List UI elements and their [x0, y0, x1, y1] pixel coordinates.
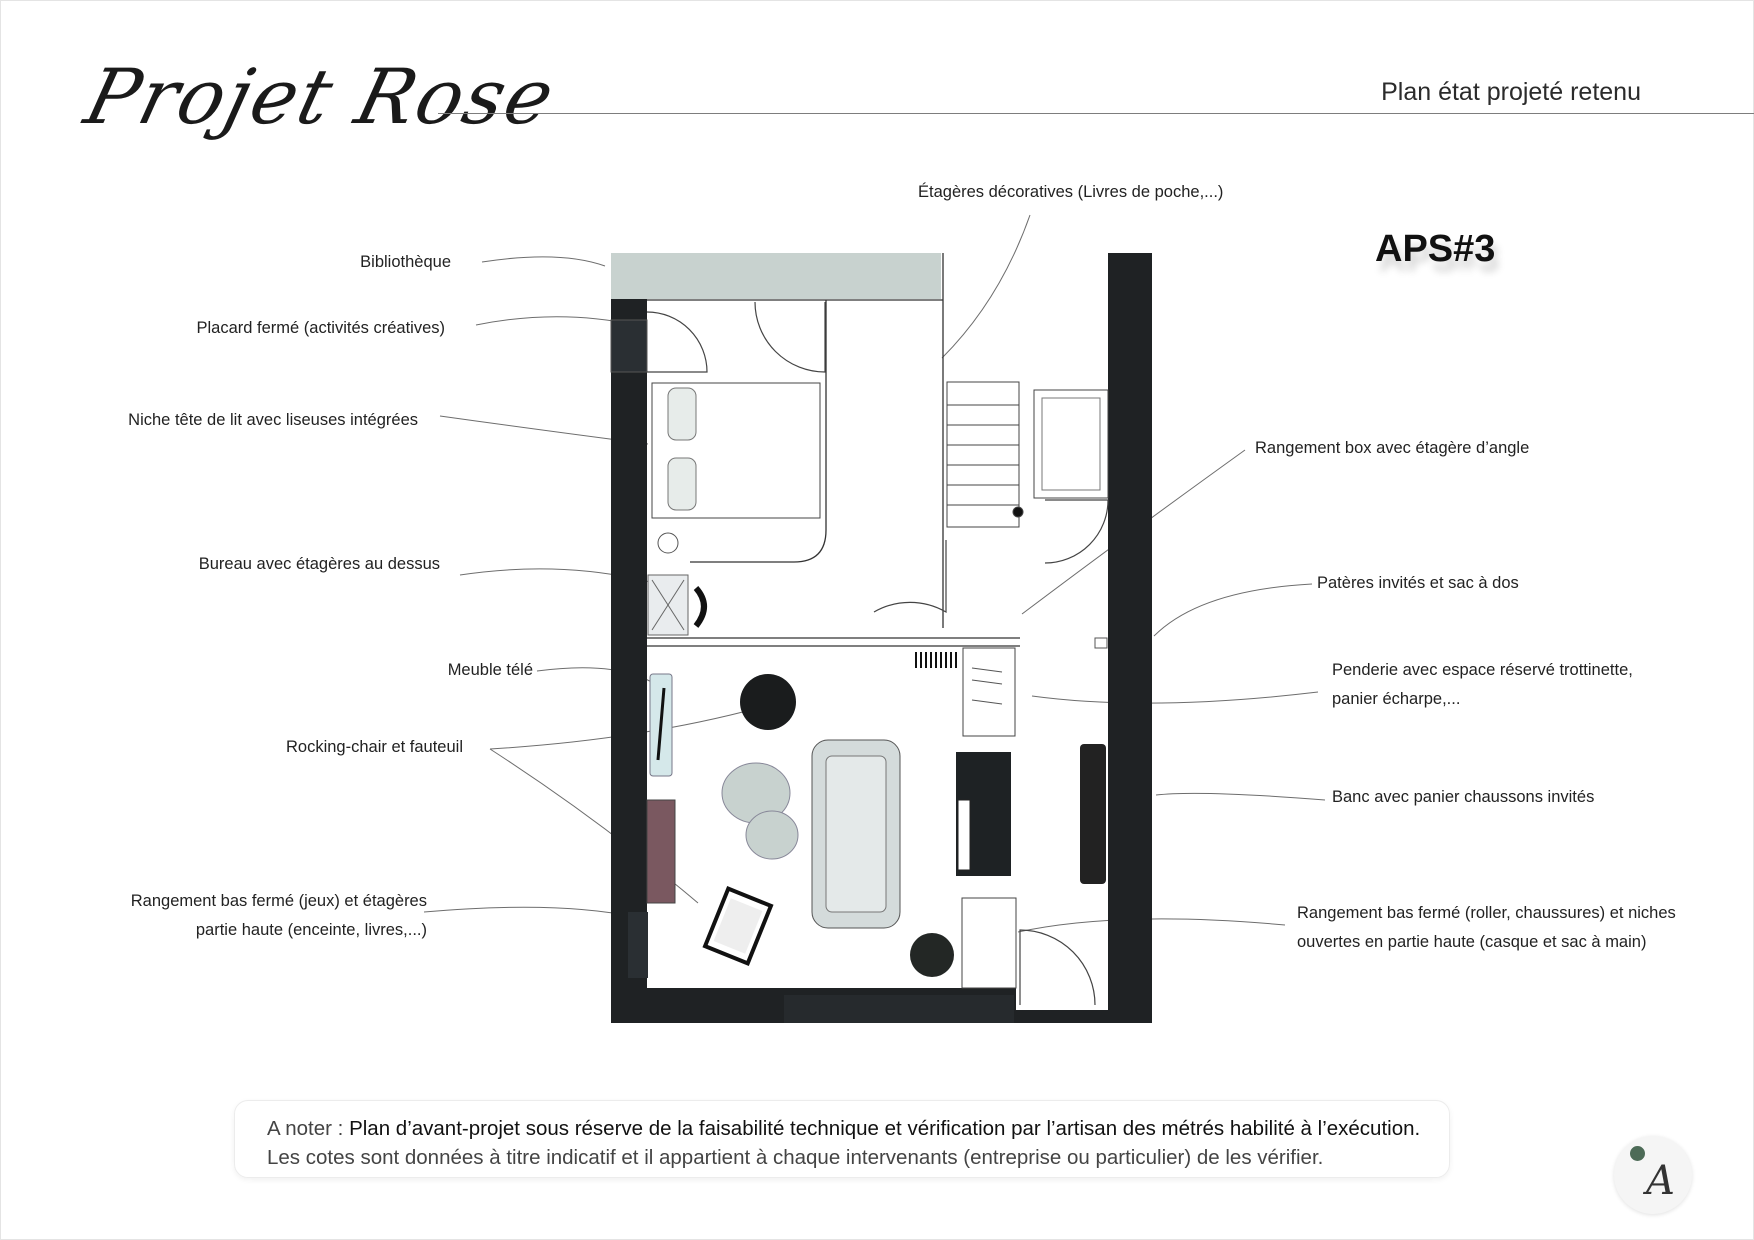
- disclaimer-line-2: Les cotes sont données à titre indicatif…: [267, 1146, 1324, 1169]
- annotation-rangement-jeux: Rangement bas fermé (jeux) et étagères p…: [130, 892, 427, 939]
- stairs: [946, 381, 1024, 528]
- radiator: [915, 652, 957, 668]
- coffee-table-2: [745, 810, 799, 860]
- armchair: [702, 886, 774, 966]
- annotation-rangement-roller: Rangement bas fermé (roller, chaussures)…: [1297, 904, 1676, 951]
- annotation-bureau: Bureau avec étagères au dessus: [198, 555, 440, 573]
- entry-gap: [1016, 988, 1108, 1010]
- annotation-niche: Niche tête de lit avec liseuses intégrée…: [128, 411, 418, 429]
- annotation-etageres: Étagères décoratives (Livres de poche,..…: [918, 183, 1224, 201]
- brand-dot-icon: [1630, 1146, 1645, 1161]
- walls: [610, 253, 1152, 1023]
- partitions: [647, 253, 1020, 647]
- brand-logo: A: [1614, 1136, 1692, 1214]
- plant: [910, 933, 954, 977]
- leader-line-meuble-tele: [536, 667, 659, 687]
- desk: [647, 574, 707, 636]
- annotation-placard: Placard fermé (activités créatives): [196, 319, 446, 337]
- entry-storage: [961, 897, 1017, 989]
- leader-line-rangement-jeux: [423, 906, 641, 919]
- sofa-seat: [825, 755, 887, 913]
- disclaimer-emphasis: Plan d’avant-projet sous réserve de la f…: [349, 1117, 1421, 1140]
- storage-low: [646, 799, 676, 904]
- penderie-hangers: [971, 667, 1003, 705]
- variant-code: APS#3: [1375, 228, 1496, 270]
- annotation-banc: Banc avec panier chaussons invités: [1332, 788, 1595, 806]
- wall-bottom-window: [784, 995, 1014, 1023]
- annotation-bibliotheque: Bibliothèque: [360, 253, 451, 271]
- entry-bench: [1080, 744, 1106, 884]
- disclaimer-line-1: A noter : Plan d’avant-projet sous réser…: [267, 1114, 1449, 1143]
- storage-speaker: [628, 912, 648, 978]
- doors: [646, 301, 1109, 1006]
- disclaimer-prefix: A noter :: [267, 1117, 350, 1140]
- piano-keys: [957, 799, 971, 871]
- wall-left: [611, 253, 647, 1023]
- rocking-chair: [740, 674, 796, 730]
- leader-lines: [423, 214, 1326, 933]
- annotation-rangement-box: Rangement box avec étagère d’angle: [1255, 439, 1530, 457]
- annotation-pateres: Patères invités et sac à dos: [1317, 574, 1519, 592]
- leader-line-bibliotheque: [481, 256, 606, 267]
- leader-line-penderie: [1031, 691, 1319, 704]
- annotation-penderie: Penderie avec espace réservé trottinette…: [1332, 661, 1633, 708]
- placard: [610, 319, 648, 373]
- disclaimer-note: A noter : Plan d’avant-projet sous réser…: [234, 1100, 1450, 1178]
- annotation-meuble-tele: Meuble télé: [447, 661, 533, 679]
- header-divider: [438, 113, 1754, 114]
- wall-right: [1108, 253, 1152, 1023]
- brand-letter: A: [1646, 1158, 1675, 1204]
- leader-line-etageres: [941, 214, 1031, 359]
- bed: [651, 382, 821, 554]
- bookshelf-top: [611, 253, 941, 299]
- tv: [656, 687, 666, 761]
- page-subtitle: Plan état projeté retenu: [1381, 78, 1641, 106]
- box-storage-inner: [1041, 397, 1101, 491]
- leader-line-banc: [1155, 792, 1326, 801]
- leader-line-pateres: [1153, 583, 1313, 637]
- annotation-rocking: Rocking-chair et fauteuil: [285, 738, 463, 756]
- penderie: [962, 647, 1016, 737]
- coat-hooks: [1094, 637, 1108, 649]
